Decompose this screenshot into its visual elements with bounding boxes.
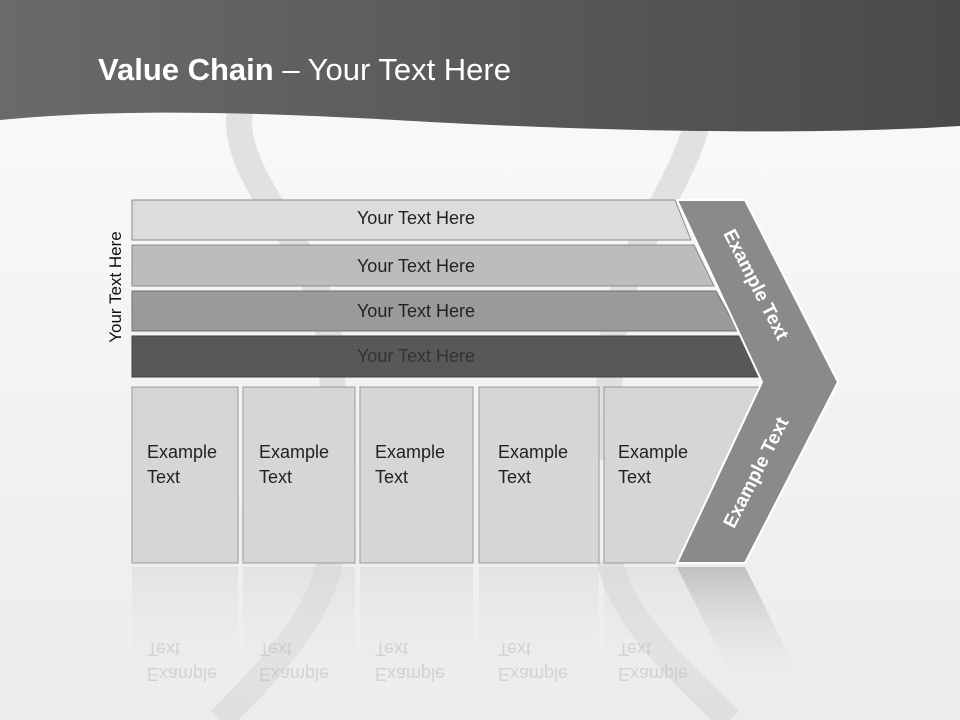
column-label-1-line1: Example — [147, 442, 218, 462]
refl-2-line2: Text — [259, 639, 293, 659]
refl-2-line1: Example — [259, 664, 330, 684]
bar-label-1: Your Text Here — [356, 208, 476, 228]
column-label-4-line1: Example — [498, 442, 569, 462]
column-label-5: Example Text — [618, 440, 688, 490]
column-label-2-line2: Text — [259, 467, 293, 487]
column-2 — [242, 386, 356, 564]
refl-1-line1: Example — [147, 664, 218, 684]
primary-columns — [131, 386, 763, 564]
column-label-3: Example Text — [375, 440, 445, 490]
reflection-text-5: Example Text — [618, 636, 688, 686]
slide-title: Value Chain – Your Text Here — [98, 52, 511, 88]
refl-1-line2: Text — [147, 639, 181, 659]
bar-label-2: Your Text Here — [356, 256, 476, 276]
refl-5-line1: Example — [618, 664, 689, 684]
reflection-text-3: Example Text — [375, 636, 445, 686]
refl-3-line2: Text — [375, 639, 409, 659]
column-4 — [478, 386, 600, 564]
column-3 — [359, 386, 474, 564]
column-label-5-line2: Text — [618, 467, 652, 487]
column-label-3-line2: Text — [375, 467, 409, 487]
bar-1 — [131, 199, 692, 241]
reflection-text-2: Example Text — [259, 636, 329, 686]
bar-2 — [131, 244, 715, 287]
title-rest: – Your Text Here — [273, 52, 511, 87]
refl-5-line2: Text — [618, 639, 652, 659]
bar-label-3: Your Text Here — [356, 301, 476, 321]
column-1 — [131, 386, 239, 564]
column-label-4-line2: Text — [498, 467, 532, 487]
reflection-text-4: Example Text — [498, 636, 568, 686]
refl-3-line1: Example — [375, 664, 446, 684]
column-label-1-line2: Text — [147, 467, 181, 487]
reflection-text-1: Example Text — [147, 636, 217, 686]
vertical-label: Your Text Here — [106, 231, 125, 343]
refl-4-line2: Text — [498, 639, 532, 659]
refl-4-line1: Example — [498, 664, 569, 684]
reflection — [132, 567, 810, 697]
support-bars — [131, 199, 763, 378]
column-label-2-line1: Example — [259, 442, 330, 462]
column-label-3-line1: Example — [375, 442, 446, 462]
margin-arrow — [675, 199, 840, 564]
title-bold: Value Chain — [98, 52, 274, 87]
column-label-4: Example Text — [498, 440, 568, 490]
column-label-5-line1: Example — [618, 442, 689, 462]
header-band — [0, 0, 960, 132]
bar-label-4: Your Text Here — [356, 346, 476, 366]
column-label-1: Example Text — [147, 440, 217, 490]
column-label-2: Example Text — [259, 440, 329, 490]
